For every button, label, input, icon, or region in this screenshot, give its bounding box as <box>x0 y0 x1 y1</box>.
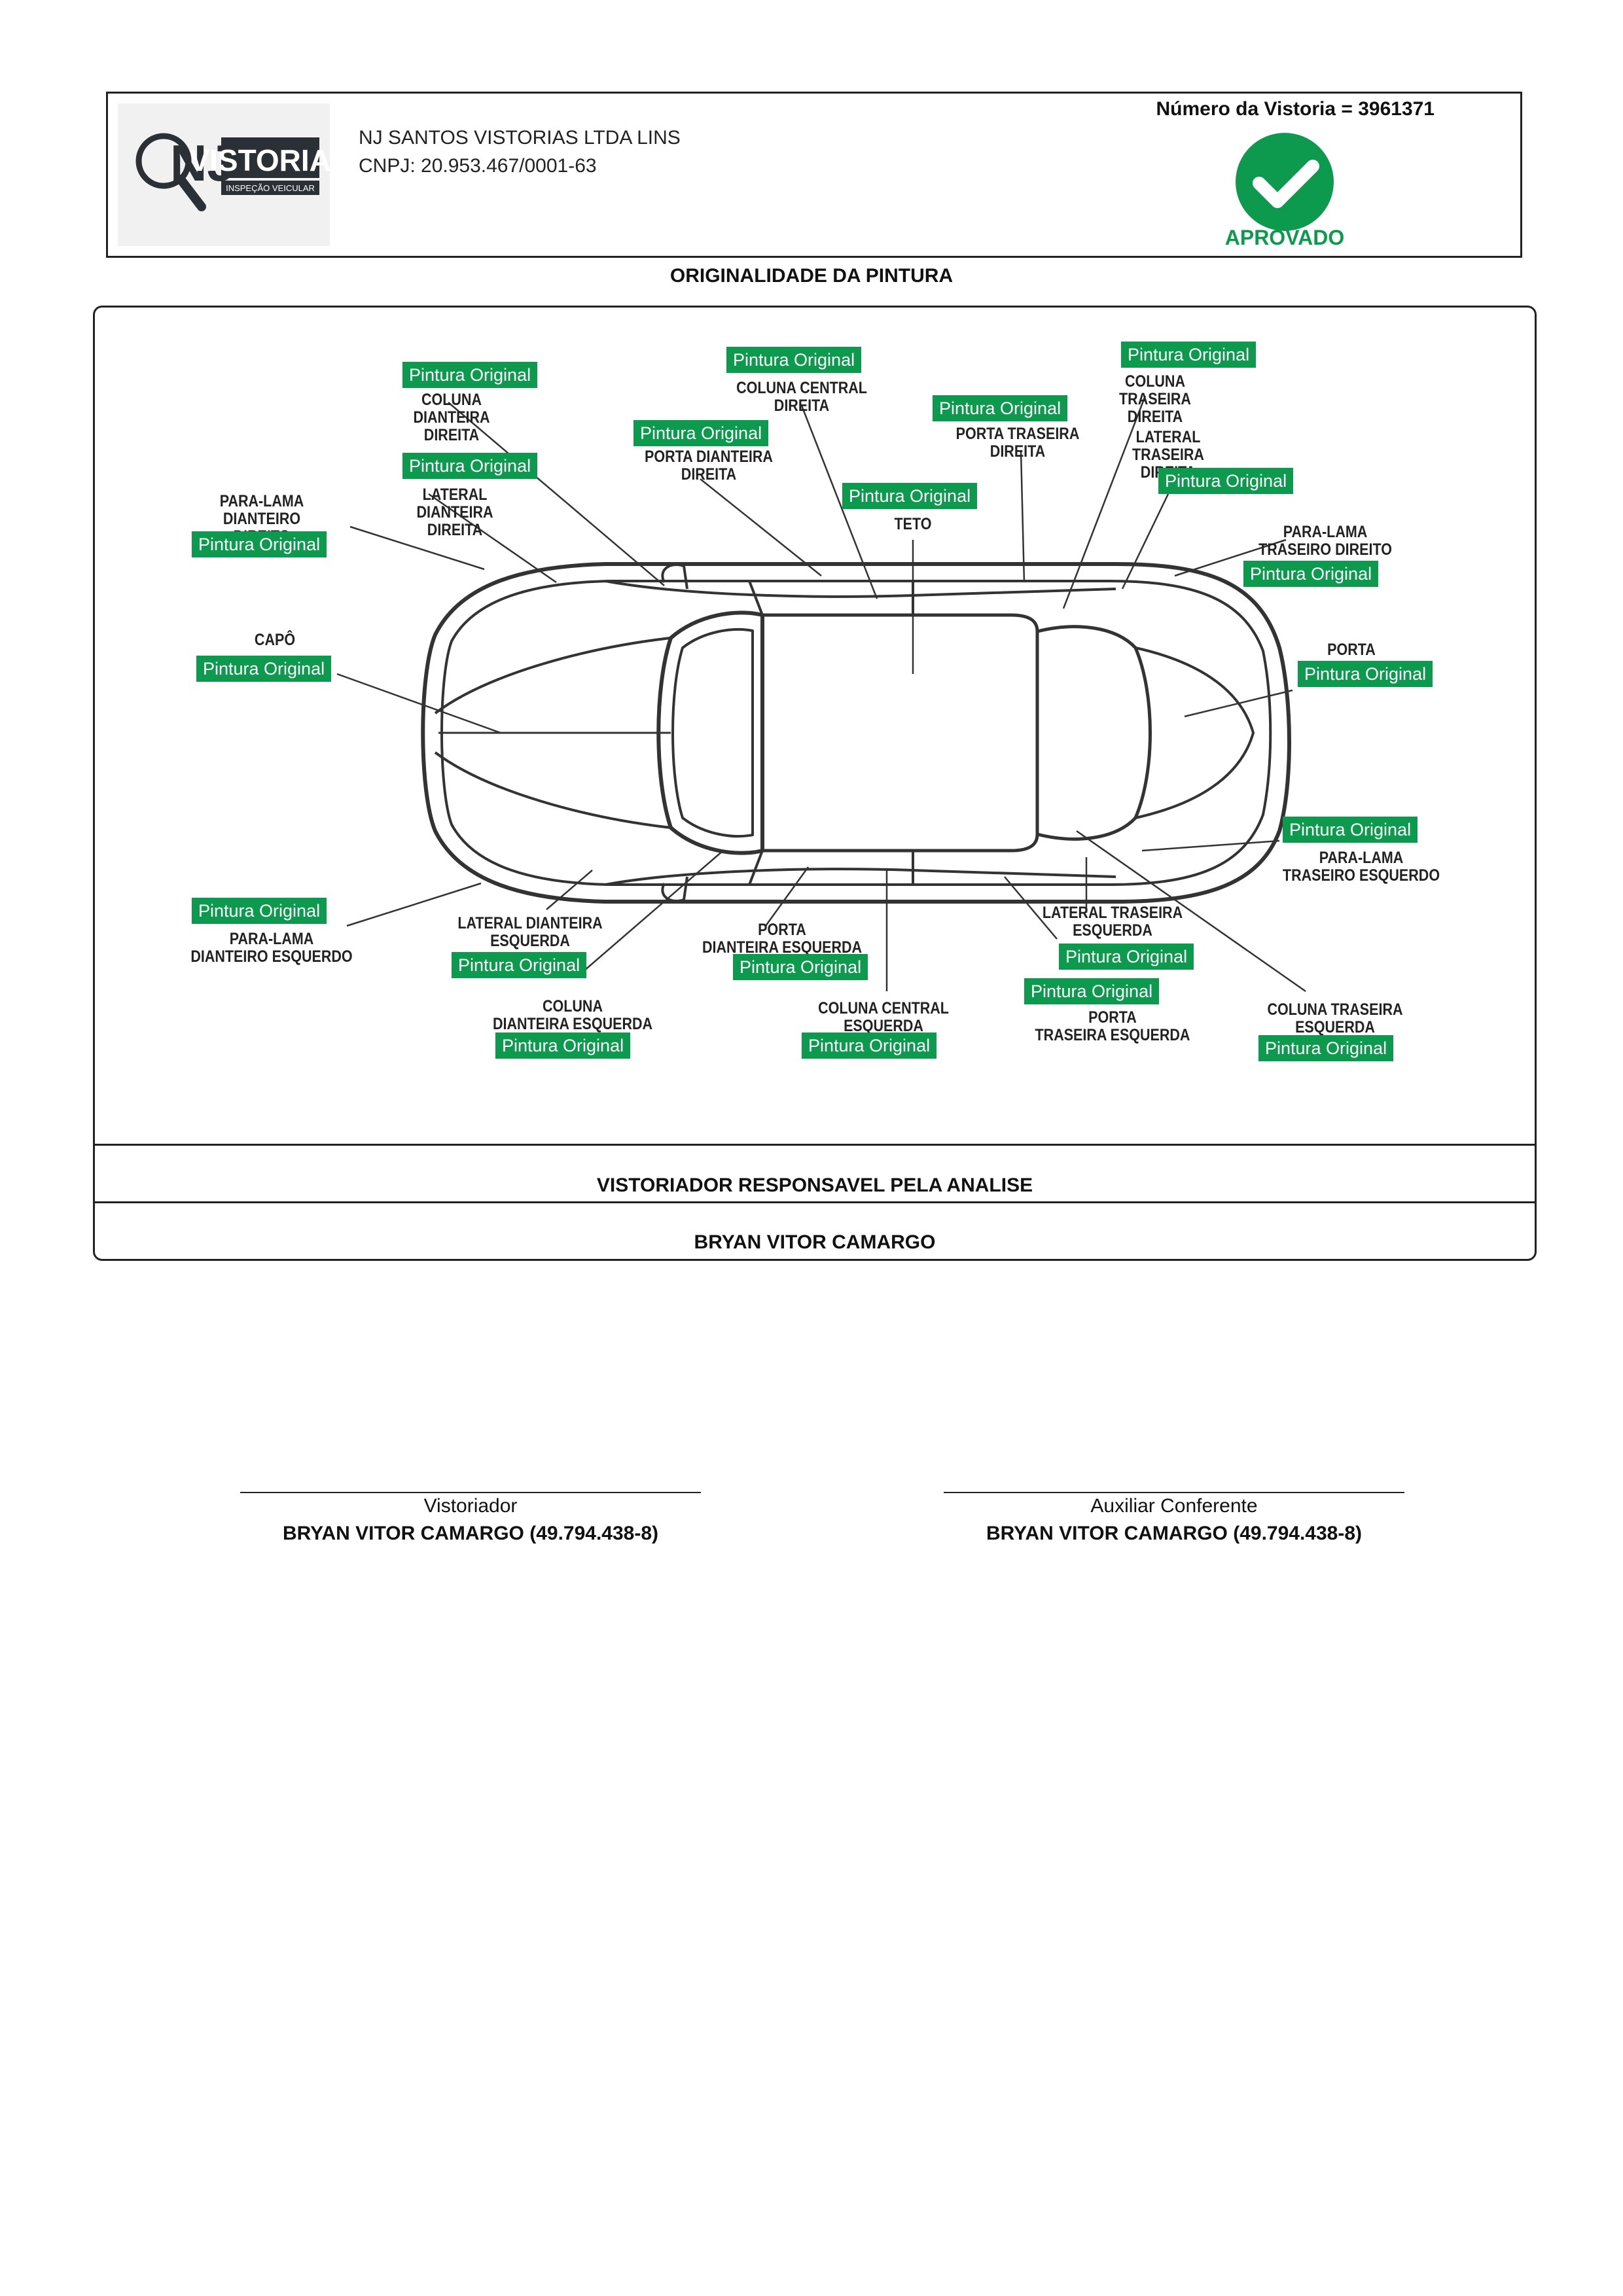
signature-name-vistoriador: BRYAN VITOR CAMARGO (49.794.438-8) <box>282 1523 659 1544</box>
inspector-title: VISTORIADOR RESPONSAVEL PELA ANALISE <box>596 1174 1033 1196</box>
part-name-lateral-traseira-esquerda: LATERAL TRASEIRA ESQUERDA <box>1042 904 1183 940</box>
status-badge-lateral-dianteira-esquerda: Pintura Original <box>452 952 587 978</box>
status-badge-coluna-central-esquerda: Pintura Original <box>802 1033 937 1059</box>
status-badge-lateral-traseira-direita: Pintura Original <box>1158 468 1294 494</box>
car-diagram: COLUNA DIANTEIRA DIREITA Pintura Origina… <box>95 308 1535 1144</box>
approved-badge: APROVADO <box>1209 131 1360 255</box>
status-badge-porta-traseira-direita: Pintura Original <box>933 395 1068 421</box>
part-name-para-lama-traseiro-direito: PARA-LAMA TRASEIRO DIREITO <box>1258 523 1392 559</box>
part-name-coluna-central-direita: COLUNA CENTRAL DIREITA <box>736 379 867 415</box>
part-name-coluna-central-esquerda: COLUNA CENTRAL ESQUERDA <box>818 999 949 1035</box>
status-badge-porta-dianteira-esquerda: Pintura Original <box>733 954 868 980</box>
status-badge-porta-traseira-esquerda: Pintura Original <box>1024 978 1160 1004</box>
divider <box>95 1201 1535 1203</box>
part-name-capo: CAPÔ <box>254 631 296 649</box>
status-badge-porta-malas: Pintura Original <box>1298 661 1433 687</box>
magnifier-icon: NJ VISTORIAS INSPEÇÃO VEICULAR <box>135 133 351 211</box>
status-text: APROVADO <box>1224 226 1345 249</box>
status-badge-para-lama-traseiro-esquerdo: Pintura Original <box>1283 817 1418 843</box>
status-badge-lateral-traseira-esquerda: Pintura Original <box>1059 944 1194 970</box>
inspector-name: BRYAN VITOR CAMARGO <box>694 1231 936 1253</box>
status-badge-lateral-dianteira-direita: Pintura Original <box>402 453 538 479</box>
status-badge-porta-dianteira-direita: Pintura Original <box>633 420 769 446</box>
diagram-frame <box>93 306 1537 1261</box>
part-name-porta-traseira-direita: PORTA TRASEIRA DIREITA <box>955 425 1080 461</box>
part-name-coluna-traseira-direita: COLUNA TRASEIRA DIREITA <box>1119 372 1191 426</box>
section-title: ORIGINALIDADE DA PINTURA <box>669 265 954 287</box>
company-logo: NJ VISTORIAS INSPEÇÃO VEICULAR <box>118 103 351 246</box>
part-name-porta-dianteira-esquerda: PORTA DIANTEIRA ESQUERDA <box>702 921 863 957</box>
status-badge-coluna-traseira-esquerda: Pintura Original <box>1258 1035 1394 1061</box>
car-illustration <box>336 395 1306 993</box>
status-badge-para-lama-traseiro-direito: Pintura Original <box>1243 561 1379 587</box>
divider <box>95 1144 1535 1146</box>
part-name-coluna-traseira-esquerda: COLUNA TRASEIRA ESQUERDA <box>1267 1000 1403 1036</box>
header-box <box>106 92 1522 258</box>
company-cnpj: CNPJ: 20.953.467/0001-63 <box>359 155 597 177</box>
status-badge-coluna-central-direita: Pintura Original <box>726 347 862 373</box>
part-name-para-lama-dianteiro-esquerdo: PARA-LAMA DIANTEIRO ESQUERDO <box>190 930 353 966</box>
status-badge-coluna-dianteira-direita: Pintura Original <box>402 362 538 388</box>
svg-text:VISTORIAS: VISTORIAS <box>189 143 330 177</box>
part-name-lateral-dianteira-direita: LATERAL DIANTEIRA DIREITA <box>416 486 493 539</box>
part-name-coluna-dianteira-esquerda: COLUNA DIANTEIRA ESQUERDA <box>492 997 653 1033</box>
part-name-porta-dianteira-direita: PORTA DIANTEIRA DIREITA <box>645 448 773 484</box>
part-name-coluna-dianteira-direita: COLUNA DIANTEIRA DIREITA <box>413 391 490 444</box>
part-name-porta-traseira-esquerda: PORTA TRASEIRA ESQUERDA <box>1035 1008 1190 1044</box>
signature-role-auxiliar: Auxiliar Conferente <box>1090 1495 1258 1517</box>
part-name-lateral-dianteira-esquerda: LATERAL DIANTEIRA ESQUERDA <box>457 914 603 950</box>
signature-line-vistoriador <box>240 1492 701 1493</box>
signature-name-auxiliar: BRYAN VITOR CAMARGO (49.794.438-8) <box>986 1523 1363 1544</box>
svg-text:INSPEÇÃO VEICULAR: INSPEÇÃO VEICULAR <box>226 183 315 193</box>
status-badge-para-lama-dianteiro-direito: Pintura Original <box>192 531 327 557</box>
status-badge-coluna-dianteira-esquerda: Pintura Original <box>495 1033 631 1059</box>
part-name-para-lama-traseiro-esquerdo: PARA-LAMA TRASEIRO ESQUERDO <box>1282 849 1440 885</box>
status-badge-para-lama-dianteiro-esquerdo: Pintura Original <box>192 898 327 924</box>
vistoria-number: Número da Vistoria = 3961371 <box>1156 98 1435 120</box>
company-name: NJ SANTOS VISTORIAS LTDA LINS <box>359 127 681 149</box>
part-name-teto: TETO <box>894 515 932 533</box>
status-badge-teto: Pintura Original <box>842 483 978 509</box>
signature-role-vistoriador: Vistoriador <box>423 1495 518 1517</box>
check-circle-icon <box>1236 133 1334 231</box>
status-badge-coluna-traseira-direita: Pintura Original <box>1121 342 1257 368</box>
signature-line-auxiliar <box>944 1492 1404 1493</box>
status-badge-capo: Pintura Original <box>196 656 332 682</box>
